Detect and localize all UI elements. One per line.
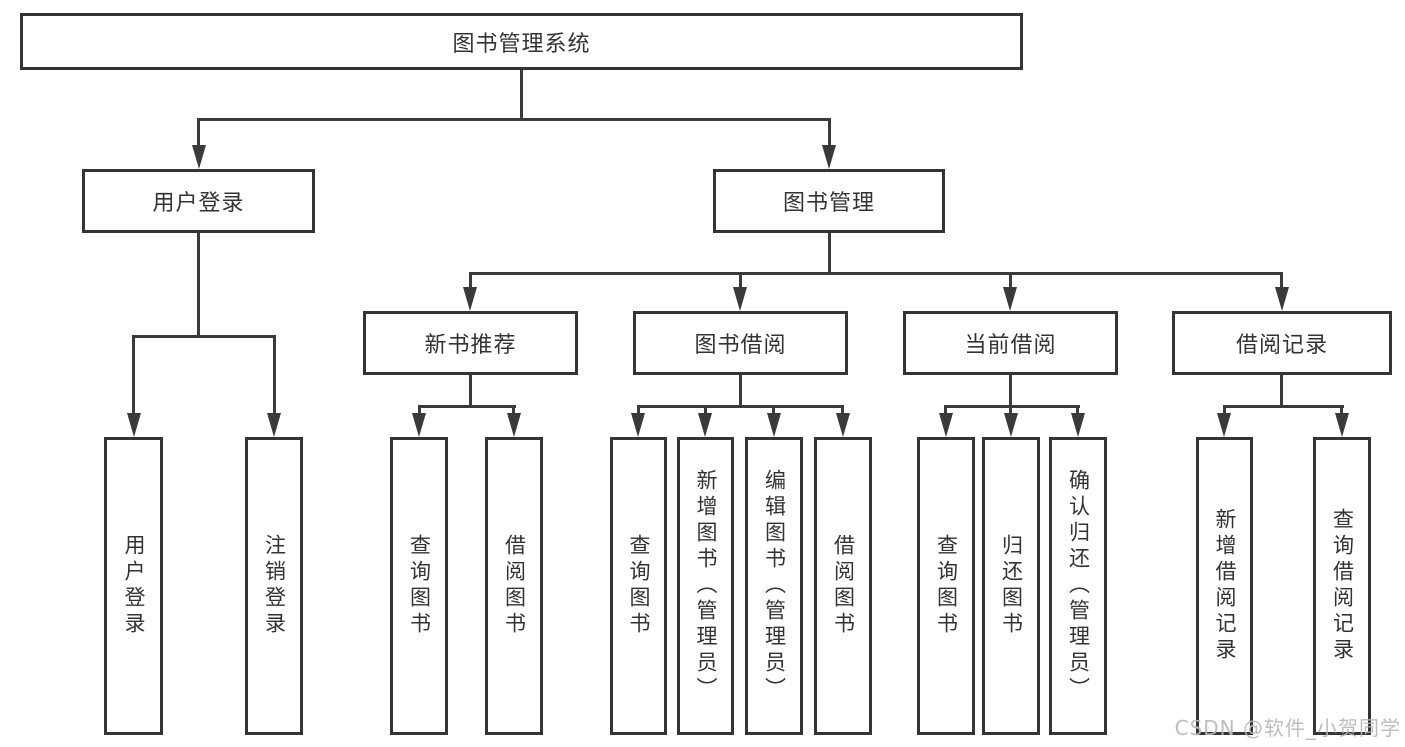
- connector-g4-splitter: [944, 405, 1080, 408]
- connector-g5-splitter: [1223, 405, 1344, 408]
- leaf-label: 借阅图书: [831, 534, 856, 638]
- connector-g1-drop-1: [132, 335, 135, 415]
- arrow-down-icon: [267, 413, 281, 437]
- connector-g4-drop-2: [1009, 405, 1012, 415]
- connector-g1-drop-2: [273, 335, 276, 415]
- leaf-user-login: 用户登录: [104, 437, 163, 735]
- connector-l2-drop-left: [197, 118, 200, 148]
- arrow-down-icon: [507, 413, 521, 437]
- leaf-label: 注销登录: [262, 534, 287, 638]
- leaf-label: 用户登录: [122, 534, 146, 638]
- connector-g3-drop-4: [841, 405, 844, 415]
- leaf-add-borrow-record: 新增借阅记录: [1196, 437, 1253, 735]
- connector-l2-drop-right: [828, 118, 831, 148]
- node-borrowing-records: 借阅记录: [1172, 311, 1392, 375]
- node-label: 当前借阅: [964, 333, 1057, 358]
- node-book-management-branch: 图书管理: [713, 169, 945, 233]
- connector-l3-splitter: [469, 272, 1283, 275]
- leaf-borrow-books-2: 借阅图书: [814, 437, 872, 735]
- node-label: 图书管理: [782, 191, 875, 216]
- connector-g3-feed: [739, 375, 742, 408]
- leaf-label: 查询图书: [627, 534, 651, 638]
- arrow-down-icon: [1335, 413, 1349, 437]
- arrow-down-icon: [939, 413, 953, 437]
- leaf-query-borrow-record: 查询借阅记录: [1313, 437, 1371, 735]
- arrow-down-icon: [1217, 413, 1231, 437]
- connector-g4-drop-3: [1076, 405, 1079, 415]
- leaf-label: 新增图书（管理员）: [694, 469, 718, 703]
- connector-g5-feed: [1280, 375, 1283, 408]
- leaf-query-books-3: 查询图书: [917, 437, 975, 735]
- connector-g3-drop-1: [637, 405, 640, 415]
- connector-g4-feed: [1009, 375, 1012, 408]
- node-library-system: 图书管理系统: [20, 13, 1023, 70]
- connector-g3-drop-3: [772, 405, 775, 415]
- connector-g4-drop-1: [944, 405, 947, 415]
- leaf-label: 确认归还（管理员）: [1066, 469, 1091, 703]
- leaf-query-books-2: 查询图书: [610, 437, 667, 735]
- arrow-down-icon: [1275, 287, 1289, 311]
- arrow-down-icon: [822, 145, 836, 169]
- connector-l3-feed: [828, 233, 831, 275]
- leaf-confirm-return-admin: 确认归还（管理员）: [1049, 437, 1107, 735]
- connector-l2-splitter: [197, 118, 831, 121]
- leaf-query-books-1: 查询图书: [390, 437, 448, 735]
- arrow-down-icon: [192, 145, 206, 169]
- leaf-logout: 注销登录: [245, 437, 303, 735]
- arrow-down-icon: [1004, 413, 1018, 437]
- leaf-label: 借阅图书: [502, 534, 527, 638]
- connector-root-feed: [520, 70, 523, 118]
- node-book-borrowing: 图书借阅: [633, 311, 848, 375]
- arrow-down-icon: [631, 413, 645, 437]
- node-label: 用户登录: [152, 191, 245, 216]
- connector-g1-splitter: [132, 335, 276, 338]
- node-new-book-recommendation: 新书推荐: [363, 311, 578, 375]
- connector-g2-drop-1: [418, 405, 421, 415]
- leaf-label: 新增借阅记录: [1213, 508, 1237, 664]
- arrow-down-icon: [463, 287, 477, 311]
- leaf-label: 查询图书: [934, 534, 959, 638]
- arrow-down-icon: [412, 413, 426, 437]
- arrow-down-icon: [767, 413, 781, 437]
- arrow-down-icon: [733, 287, 747, 311]
- node-current-borrowing: 当前借阅: [903, 311, 1118, 375]
- arrow-down-icon: [836, 413, 850, 437]
- arrow-down-icon: [127, 413, 141, 437]
- leaf-label: 归还图书: [999, 534, 1024, 638]
- connector-g1-feed: [197, 233, 200, 337]
- connector-l3-drop-3: [1009, 272, 1012, 290]
- arrow-down-icon: [1071, 413, 1085, 437]
- node-label: 借阅记录: [1235, 333, 1328, 358]
- connector-g2-drop-2: [512, 405, 515, 415]
- node-label: 图书管理系统: [452, 31, 591, 57]
- connector-g5-drop-1: [1223, 405, 1226, 415]
- leaf-label: 查询图书: [407, 534, 432, 638]
- arrow-down-icon: [698, 413, 712, 437]
- node-user-login-branch: 用户登录: [82, 169, 315, 233]
- connector-l3-drop-4: [1280, 272, 1283, 290]
- leaf-return-books: 归还图书: [982, 437, 1040, 735]
- node-label: 图书借阅: [694, 333, 787, 358]
- leaf-add-books-admin: 新增图书（管理员）: [677, 437, 734, 735]
- node-label: 新书推荐: [424, 333, 517, 358]
- connector-g2-splitter: [418, 405, 516, 408]
- leaf-borrow-books-1: 借阅图书: [485, 437, 543, 735]
- arrow-down-icon: [1003, 287, 1017, 311]
- connector-l3-drop-2: [739, 272, 742, 290]
- connector-g3-drop-2: [704, 405, 707, 415]
- leaf-edit-books-admin: 编辑图书（管理员）: [745, 437, 803, 735]
- leaf-label: 查询借阅记录: [1330, 508, 1355, 664]
- leaf-label: 编辑图书（管理员）: [762, 469, 787, 703]
- connector-g5-drop-2: [1340, 405, 1343, 415]
- connector-l3-drop-1: [469, 272, 472, 290]
- connector-g2-feed: [469, 375, 472, 408]
- csdn-watermark: CSDN @软件_小贺同学: [1174, 716, 1401, 740]
- connector-g3-splitter: [637, 405, 844, 408]
